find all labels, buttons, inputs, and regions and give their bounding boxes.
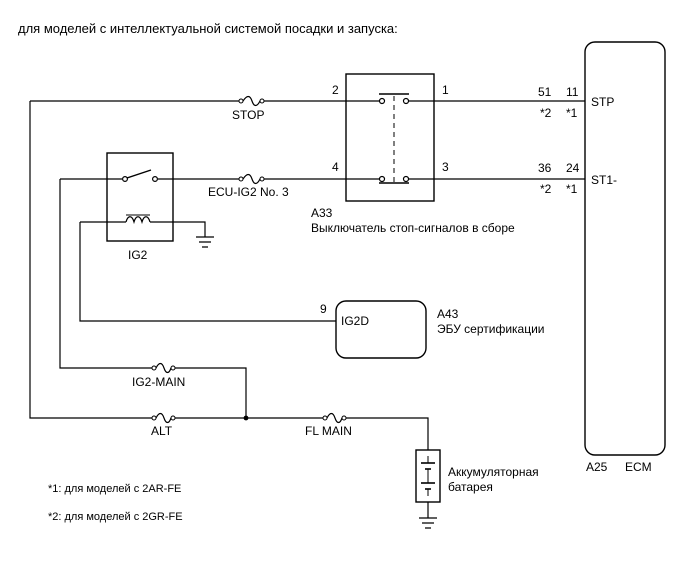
cert-ecu-code: A43 bbox=[437, 307, 459, 321]
stop-switch-pin-1: 1 bbox=[442, 83, 449, 97]
fuse-stop bbox=[234, 95, 269, 107]
ecm-name: ECM bbox=[625, 460, 652, 474]
fuse-ecu-ig2 bbox=[234, 173, 269, 185]
battery-icon bbox=[415, 449, 441, 503]
wire-ig2main bbox=[59, 179, 147, 369]
note-2: *2: для моделей с 2GR-FE bbox=[48, 511, 183, 523]
battery-label-line1: Аккумуляторная bbox=[448, 465, 539, 479]
cert-ecu-name: ЭБУ сертификации bbox=[437, 322, 545, 336]
cert-ecu-pin: 9 bbox=[320, 302, 327, 316]
fuse-stop-label: STOP bbox=[232, 108, 264, 122]
junction-dot bbox=[243, 415, 249, 421]
stop-switch-pin-3: 3 bbox=[442, 160, 449, 174]
note-1: *1: для моделей с 2AR-FE bbox=[48, 483, 181, 495]
battery-ground-icon bbox=[419, 517, 437, 529]
diagram-heading: для моделей с интеллектуальной системой … bbox=[18, 21, 398, 36]
cert-ecu-terminal: IG2D bbox=[341, 314, 369, 328]
fuse-ig2-main bbox=[147, 362, 180, 374]
wire-alt-vertical bbox=[29, 101, 147, 419]
fuse-fl-main bbox=[318, 412, 351, 424]
cert-ecu-box bbox=[335, 300, 427, 359]
ecm-stp-pin-b: 11 bbox=[566, 85, 579, 99]
battery-label-line2: батарея bbox=[448, 480, 493, 494]
ecm-st1-terminal: ST1- bbox=[591, 173, 617, 187]
fuse-ecu-ig2-label: ECU-IG2 No. 3 bbox=[208, 185, 289, 199]
wire-ig2d bbox=[79, 222, 336, 322]
stop-switch-name: Выключатель стоп-сигналов в сборе bbox=[311, 221, 515, 235]
wire-flmain-right bbox=[351, 417, 429, 450]
ecm-st1-pin-a: 36 bbox=[538, 161, 552, 175]
ecm-stp-mark-b: *1 bbox=[566, 106, 578, 120]
ecm-stp-mark-a: *2 bbox=[540, 106, 552, 120]
ecm-st1-mark-a: *2 bbox=[540, 182, 552, 196]
ecm-stp-terminal: STP bbox=[591, 95, 614, 109]
wire-ig2main-right bbox=[180, 367, 247, 418]
ecm-st1-mark-b: *1 bbox=[566, 182, 578, 196]
ground-icon bbox=[196, 236, 214, 248]
ig2-relay-label: IG2 bbox=[128, 248, 148, 262]
fuse-ig2-main-label: IG2-MAIN bbox=[132, 375, 185, 389]
fuse-fl-main-label: FL MAIN bbox=[305, 424, 352, 438]
stop-switch-code: A33 bbox=[311, 206, 333, 220]
stop-switch-pin-4: 4 bbox=[332, 160, 339, 174]
ecm-box bbox=[584, 41, 666, 456]
ecm-stp-pin-a: 51 bbox=[538, 85, 552, 99]
stop-switch-pin-2: 2 bbox=[332, 83, 339, 97]
ecm-st1-pin-b: 24 bbox=[566, 161, 580, 175]
stop-switch-assembly bbox=[345, 73, 435, 202]
ecm-code: A25 bbox=[586, 460, 608, 474]
fuse-alt-label: ALT bbox=[151, 424, 173, 438]
ig2-relay bbox=[106, 152, 174, 242]
fuse-alt bbox=[147, 412, 180, 424]
